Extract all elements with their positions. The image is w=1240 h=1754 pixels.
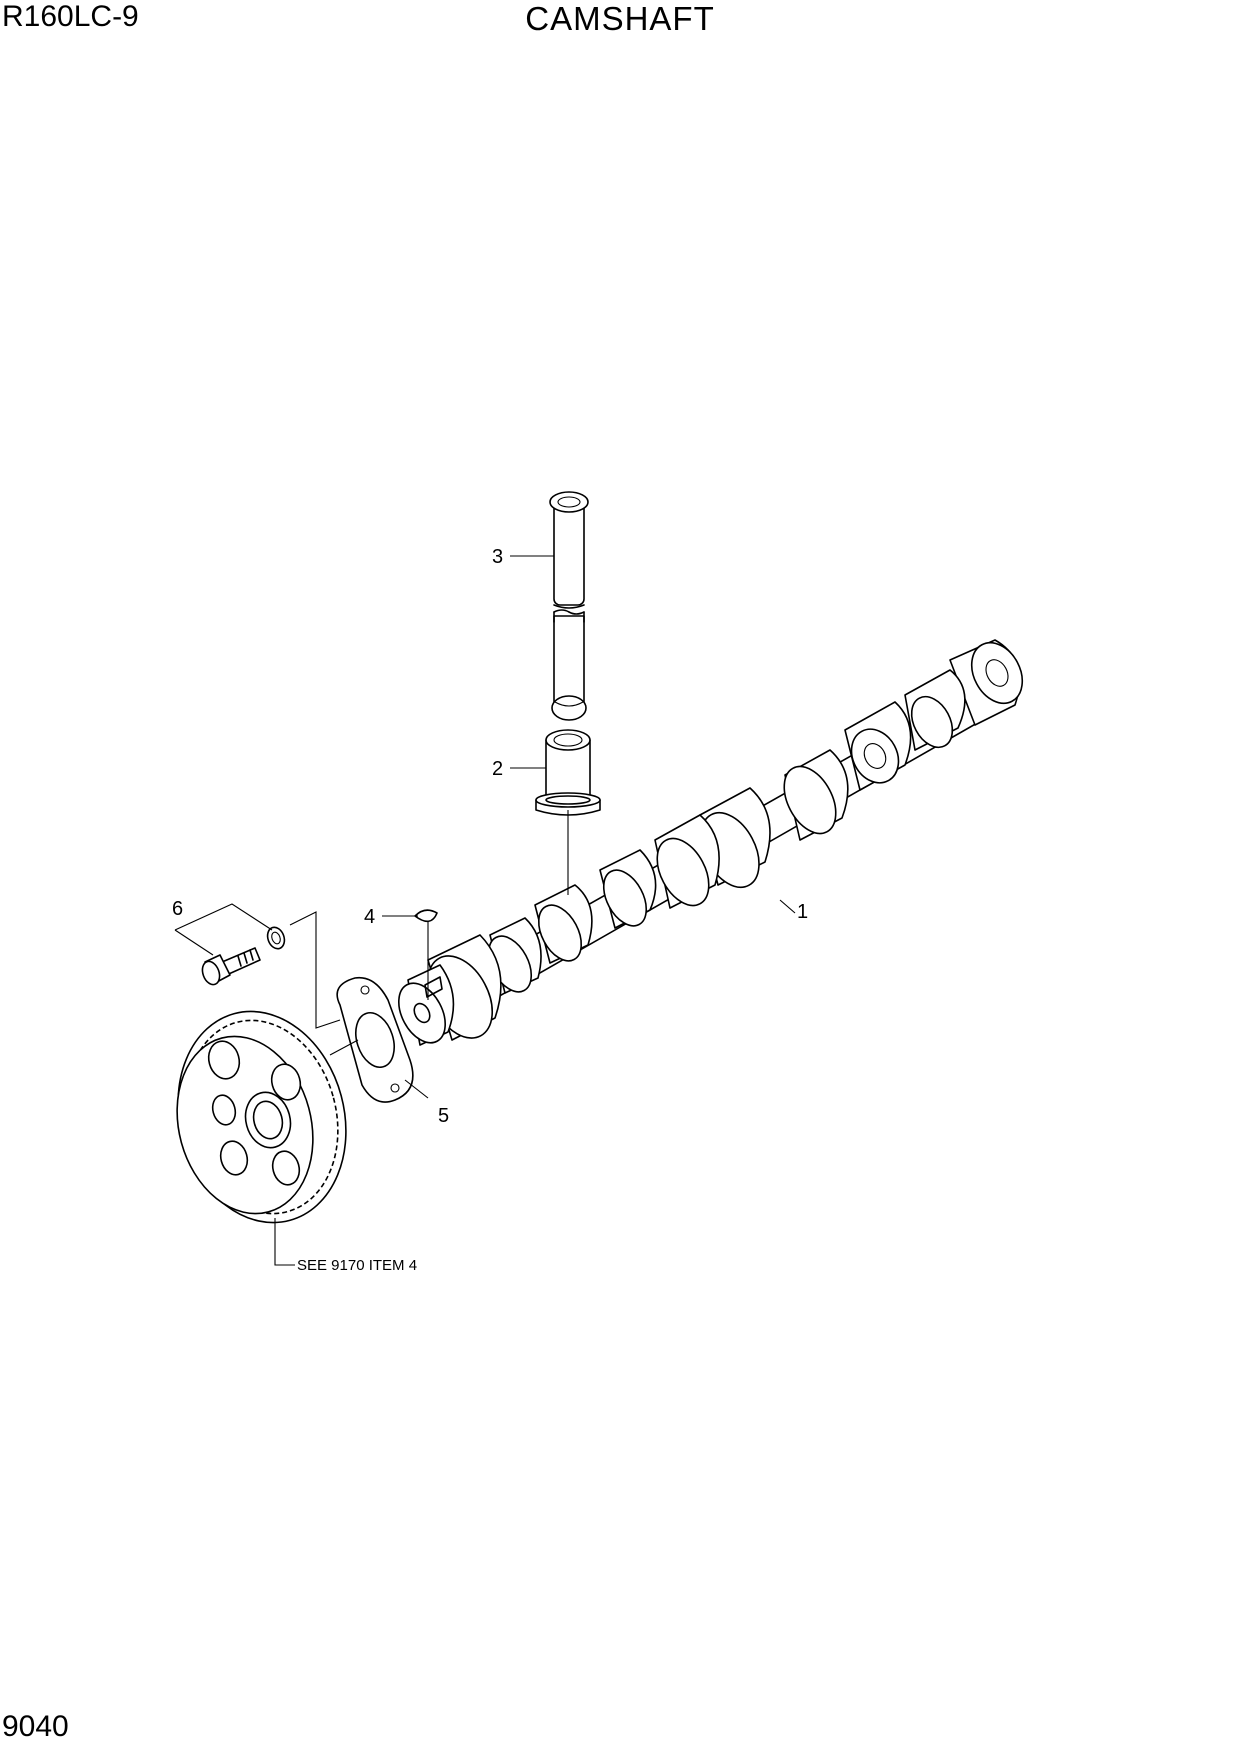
callout-4: 4 (364, 906, 375, 928)
callout-2: 2 (492, 758, 503, 780)
gear-reference-note: SEE 9170 ITEM 4 (297, 1257, 417, 1274)
callout-3: 3 (492, 546, 503, 568)
push-rod-part (549, 491, 589, 721)
leader-lines (174, 555, 796, 1266)
callout-6: 6 (172, 898, 183, 920)
woodruff-key-part (414, 909, 438, 923)
callout-1: 1 (797, 901, 808, 923)
camshaft-gear-part (176, 1010, 347, 1224)
thrust-plate-part (336, 976, 414, 1103)
callout-5: 5 (438, 1105, 449, 1127)
page-title: CAMSHAFT (525, 0, 715, 37)
tappet-part (535, 729, 601, 816)
bolt-washer-part (201, 926, 286, 986)
model-number: R160LC-9 (2, 0, 139, 33)
page-number: 9040 (2, 1710, 69, 1743)
camshaft-part (398, 639, 1024, 1046)
